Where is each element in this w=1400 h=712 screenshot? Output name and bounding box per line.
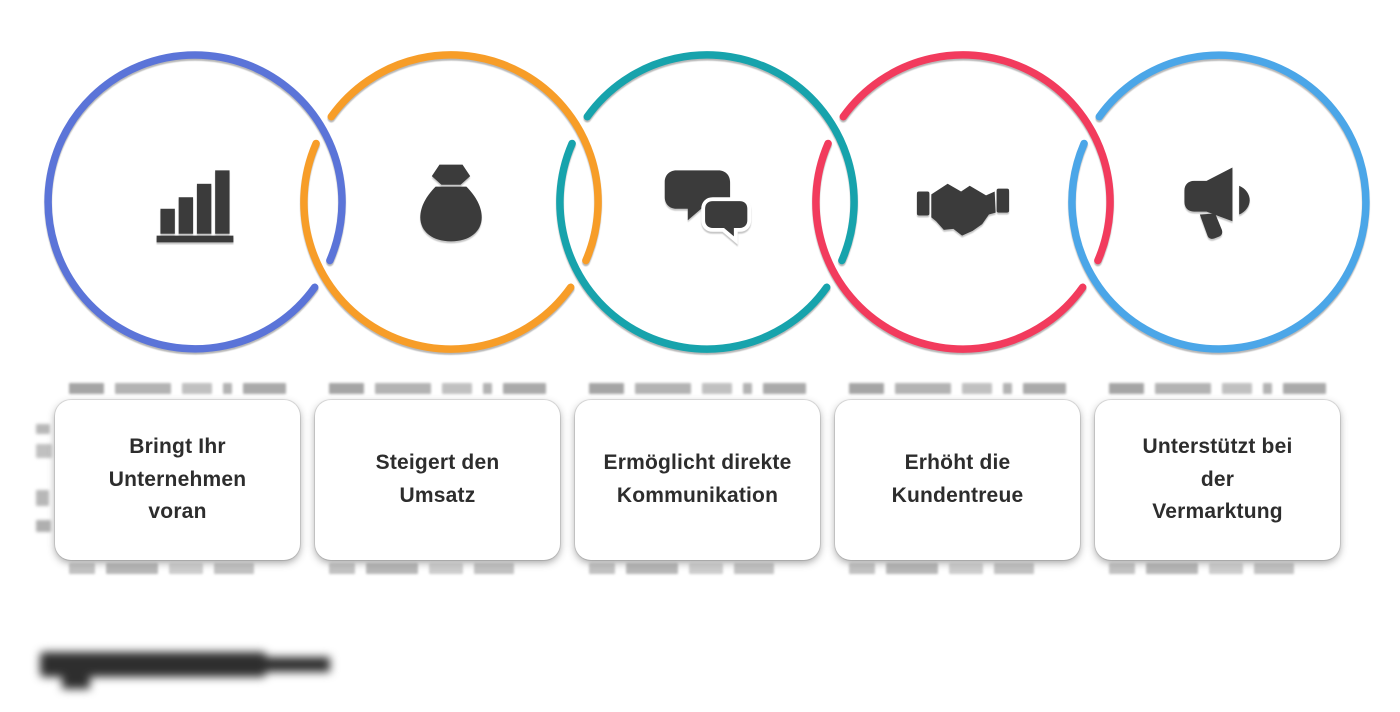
benefit-card: Ermöglicht direkte Kommunikation (575, 400, 820, 560)
blurred-text-artifact (1109, 382, 1326, 395)
blurred-text-artifact (329, 562, 546, 575)
ring-3 (556, 139, 831, 353)
benefit-label: Unterstützt bei der Vermarktung (1142, 435, 1293, 524)
blurred-text-artifact (589, 382, 806, 395)
blurred-text-artifact (849, 562, 1066, 575)
blurred-text-artifact (36, 418, 54, 548)
money-bag-icon (403, 155, 499, 251)
blurred-logo (36, 644, 336, 696)
blurred-text-artifact (329, 382, 546, 395)
benefit-label: Steigert den Umsatz (375, 451, 500, 507)
benefit-column-5: Unterstützt bei der Vermarktung (1095, 378, 1340, 588)
ring-3 (583, 51, 858, 265)
bar-chart-growth-icon (147, 155, 243, 251)
ring-4 (812, 139, 1087, 353)
benefit-label: Ermöglicht direkte Kommunikation (603, 451, 792, 507)
ring-4 (839, 51, 1114, 265)
benefit-label: Bringt Ihr Unternehmen voran (108, 435, 247, 524)
chat-bubbles-icon (659, 155, 755, 251)
ring-icons-layer (147, 155, 1267, 251)
blurred-text-artifact (69, 382, 286, 395)
ring-1 (44, 51, 346, 353)
benefit-card: Unterstützt bei der Vermarktung (1095, 400, 1340, 560)
ring-2 (300, 139, 575, 353)
benefit-card: Bringt Ihr Unternehmen voran (55, 400, 300, 560)
blurred-text-artifact (849, 382, 1066, 395)
ring-5 (1068, 51, 1370, 353)
blurred-text-artifact (69, 562, 286, 575)
benefit-column-2: Steigert den Umsatz (315, 378, 560, 588)
benefit-column-3: Ermöglicht direkte Kommunikation (575, 378, 820, 588)
benefit-column-1: Bringt Ihr Unternehmen voran (55, 378, 300, 588)
blurred-text-artifact (1109, 562, 1326, 575)
interlocking-rings (44, 51, 1370, 353)
benefit-card: Steigert den Umsatz (315, 400, 560, 560)
ring-2 (327, 51, 602, 265)
benefit-label: Erhöht die Kundentreue (891, 451, 1024, 507)
megaphone-icon (1171, 155, 1267, 251)
blurred-text-artifact (589, 562, 806, 575)
handshake-icon (915, 155, 1011, 251)
benefit-column-4: Erhöht die Kundentreue (835, 378, 1080, 588)
benefit-card: Erhöht die Kundentreue (835, 400, 1080, 560)
